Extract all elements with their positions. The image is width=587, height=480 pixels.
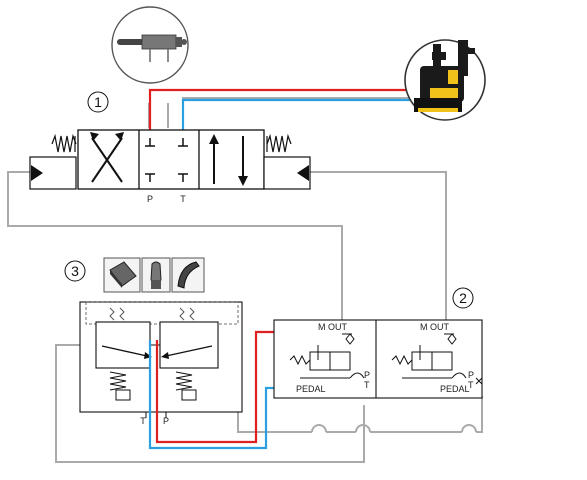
main-directional-valve: 1 P T (29, 91, 311, 204)
pilot-port-t: T (140, 416, 146, 426)
parallel-flow-icon (209, 134, 248, 186)
pedal2-t: T (468, 380, 474, 390)
pilot-line-right (296, 171, 447, 320)
pedal2-p: P (468, 370, 474, 380)
pedal-valve-section-1: M OUT PEDAL P T (289, 322, 370, 394)
callout-pilot-circle (64, 260, 86, 282)
joystick-icon (141, 257, 171, 293)
return-hose-top (181, 98, 414, 130)
callout-pedal-circle (452, 287, 474, 309)
pedal-valve-section-2: M OUT PEDAL P T (391, 322, 483, 394)
pilot-triangle-left-icon (31, 165, 43, 181)
callout-pedal-label: 2 (459, 290, 467, 306)
return-line-outer (55, 344, 365, 463)
cylinder-taps (148, 103, 169, 128)
pilot-triangle-right-icon (297, 165, 309, 181)
pilot-spool-left (95, 321, 151, 369)
cross-flow-icon (90, 132, 124, 183)
foot-pedal-icon (103, 257, 141, 293)
pilot-spring-right-icon (175, 371, 193, 391)
pedal1-label: PEDAL (296, 384, 326, 394)
blocked-center-icon (145, 138, 188, 182)
cylinder-inset (111, 6, 189, 84)
pilot-spring-left-icon (109, 371, 127, 391)
line-crossings (311, 424, 477, 433)
pedal2-out: OUT (430, 322, 450, 332)
pedal1-out: OUT (328, 322, 348, 332)
hydraulic-cylinder-icon (117, 34, 187, 62)
check-valve-2-icon (444, 333, 457, 345)
callout-pilot-label: 3 (71, 263, 79, 279)
pressure-hose-top (148, 88, 414, 130)
pedal1-m: M (318, 322, 326, 332)
pressure-line-lower (155, 330, 296, 444)
pilot-spool-right (159, 321, 219, 369)
pilot-port-p: P (163, 416, 169, 426)
spring-left-icon (51, 133, 77, 153)
pedal1-p: P (364, 370, 370, 380)
check-valve-1-icon (342, 333, 355, 345)
pedal2-label: PEDAL (440, 384, 470, 394)
callout-valve-circle (87, 91, 109, 113)
pilot-line-left (7, 171, 343, 320)
return-line-inner (237, 345, 483, 433)
pedal2-m: M (420, 322, 428, 332)
spring-right-icon (266, 133, 292, 153)
excavator-attachment-icon (414, 40, 475, 112)
main-port-p: P (147, 194, 153, 204)
main-port-t: T (180, 194, 186, 204)
attachment-inset (404, 39, 486, 121)
plug-icon (475, 377, 483, 385)
pilot-controls: 3 T P (64, 257, 243, 426)
rocker-pedal-icon (171, 257, 205, 293)
hose-grey-top (182, 97, 414, 130)
pedal-valve-assembly: 2 M OUT PEDAL P T M OUT (273, 287, 483, 399)
top-hoses (148, 88, 414, 130)
pedal1-t: T (364, 380, 370, 390)
callout-valve-label: 1 (94, 94, 102, 110)
